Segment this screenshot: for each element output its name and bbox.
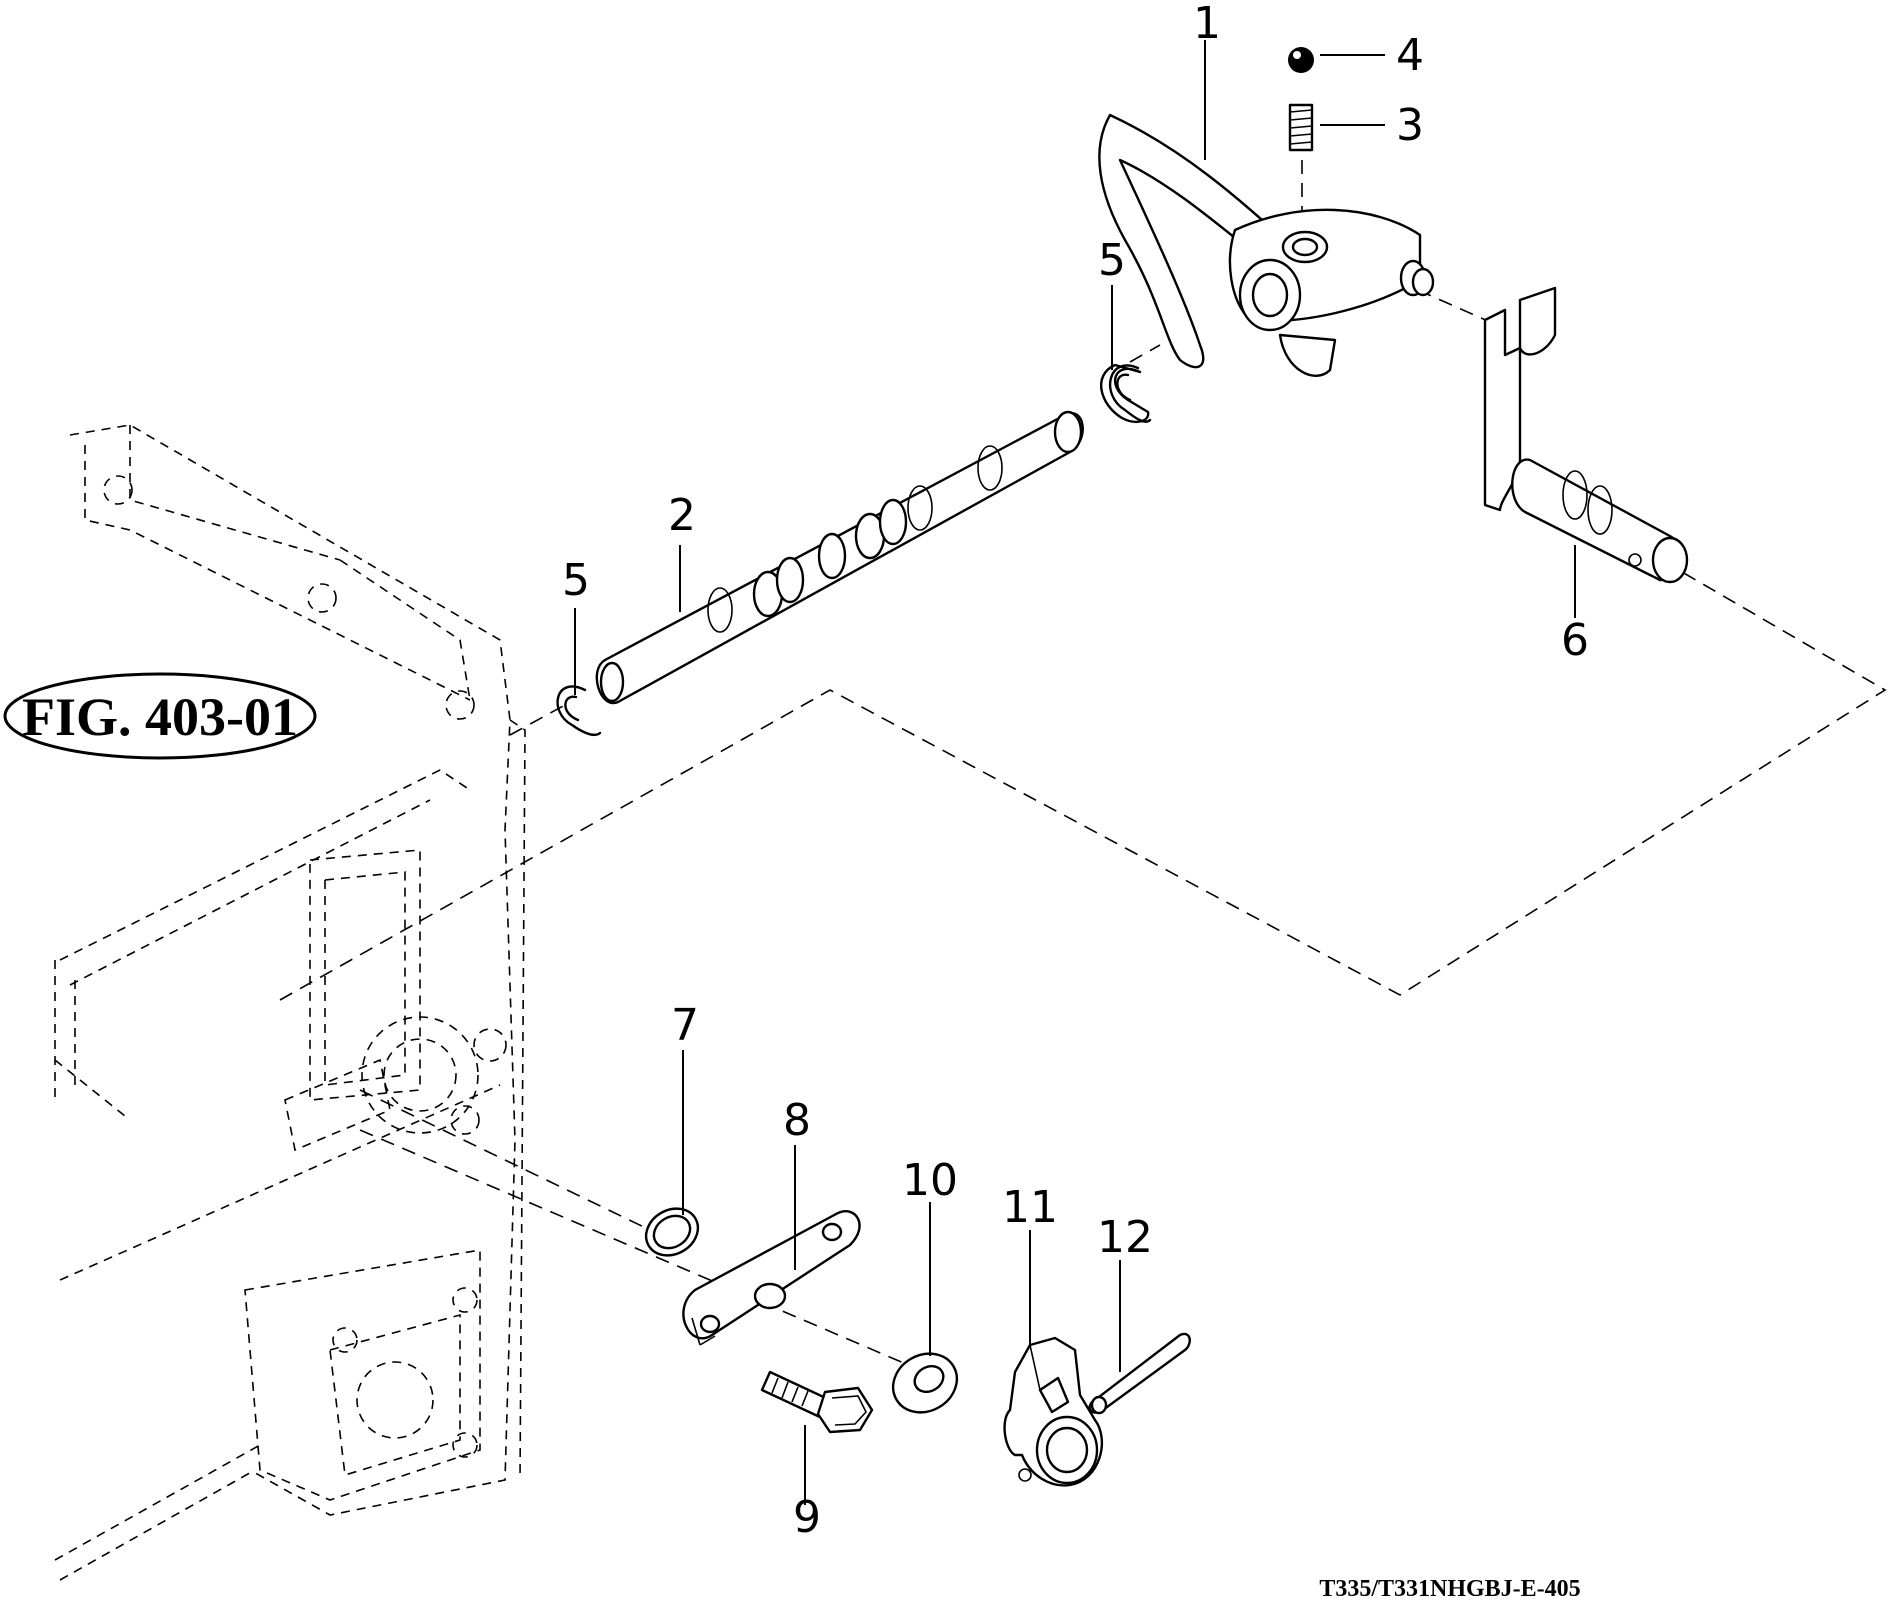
callout-1: 1: [1193, 0, 1221, 49]
callout-5-upper: 5: [1098, 235, 1126, 286]
part-12-pin: [1088, 1332, 1191, 1415]
callout-leaders: [574, 40, 1576, 1505]
figure-label: FIG. 403-01: [22, 687, 298, 747]
part-7-o-ring: [644, 1207, 700, 1257]
callout-2: 2: [668, 490, 696, 541]
callout-3: 3: [1396, 100, 1424, 151]
callout-8: 8: [783, 1095, 811, 1146]
assembly-guide-lines: [279, 160, 1887, 1371]
part-11-shift-lever: [1003, 1336, 1104, 1487]
part-2-shift-rod: [595, 410, 1084, 705]
callout-12: 12: [1097, 1212, 1153, 1263]
callout-9: 9: [793, 1492, 821, 1543]
part-10-washer: [891, 1352, 959, 1414]
part-6-shift-arm: [1483, 286, 1689, 584]
part-9-bolt: [760, 1370, 874, 1434]
callout-5-lower: 5: [562, 555, 590, 606]
callout-7: 7: [671, 1000, 699, 1051]
callout-11: 11: [1002, 1182, 1058, 1233]
callout-6: 6: [1561, 615, 1589, 666]
part-4-ball: [1288, 47, 1314, 73]
callout-10: 10: [902, 1155, 958, 1206]
drawing-reference: T335/T331NHGBJ-E-405: [1319, 1576, 1580, 1602]
callout-numbers: 1 2 3 4 5 5 6 7 8 9 10 11 12: [562, 0, 1589, 1543]
part-5-circlip-upper: [1099, 363, 1152, 424]
part-3-spring: [1288, 103, 1314, 152]
part-5-circlip-lower: [556, 685, 602, 737]
callout-4: 4: [1396, 30, 1424, 81]
part-8-plate: [682, 1210, 861, 1346]
part-1-shift-fork: [1098, 113, 1435, 377]
figure-label-badge: FIG. 403-01: [3, 672, 317, 760]
transmission-housing-outline: [54, 424, 526, 1581]
